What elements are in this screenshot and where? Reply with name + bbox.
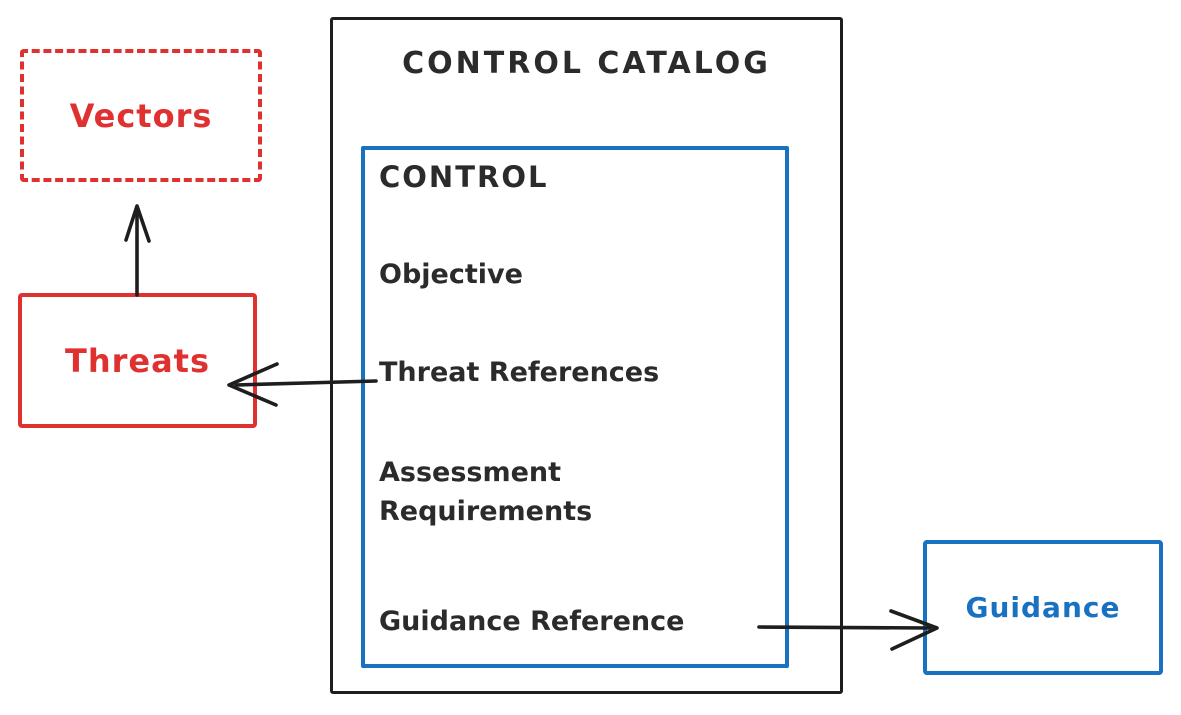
guidance-node: Guidance xyxy=(923,540,1163,675)
control-field-guidance-reference: Guidance Reference xyxy=(379,606,685,637)
control-field-threat-references: Threat References xyxy=(379,357,660,388)
control-title: CONTROL xyxy=(379,160,549,194)
arrow-threats-to-vectors xyxy=(124,204,151,297)
control-catalog-title: CONTROL CATALOG xyxy=(402,46,771,81)
threats-label: Threats xyxy=(64,341,211,380)
control-field-objective: Objective xyxy=(379,259,523,290)
vectors-node: Vectors xyxy=(20,49,262,182)
threats-node: Threats xyxy=(18,293,257,428)
control-node: CONTROL Objective Threat References Asse… xyxy=(361,146,789,668)
control-field-assessment-requirements: Assessment Requirements xyxy=(379,457,593,528)
guidance-label: Guidance xyxy=(965,591,1121,624)
vectors-label: Vectors xyxy=(69,96,213,135)
control-catalog-node: CONTROL CATALOG CONTROL Objective Threat… xyxy=(330,17,843,694)
arrowhead-up-icon xyxy=(124,204,151,243)
